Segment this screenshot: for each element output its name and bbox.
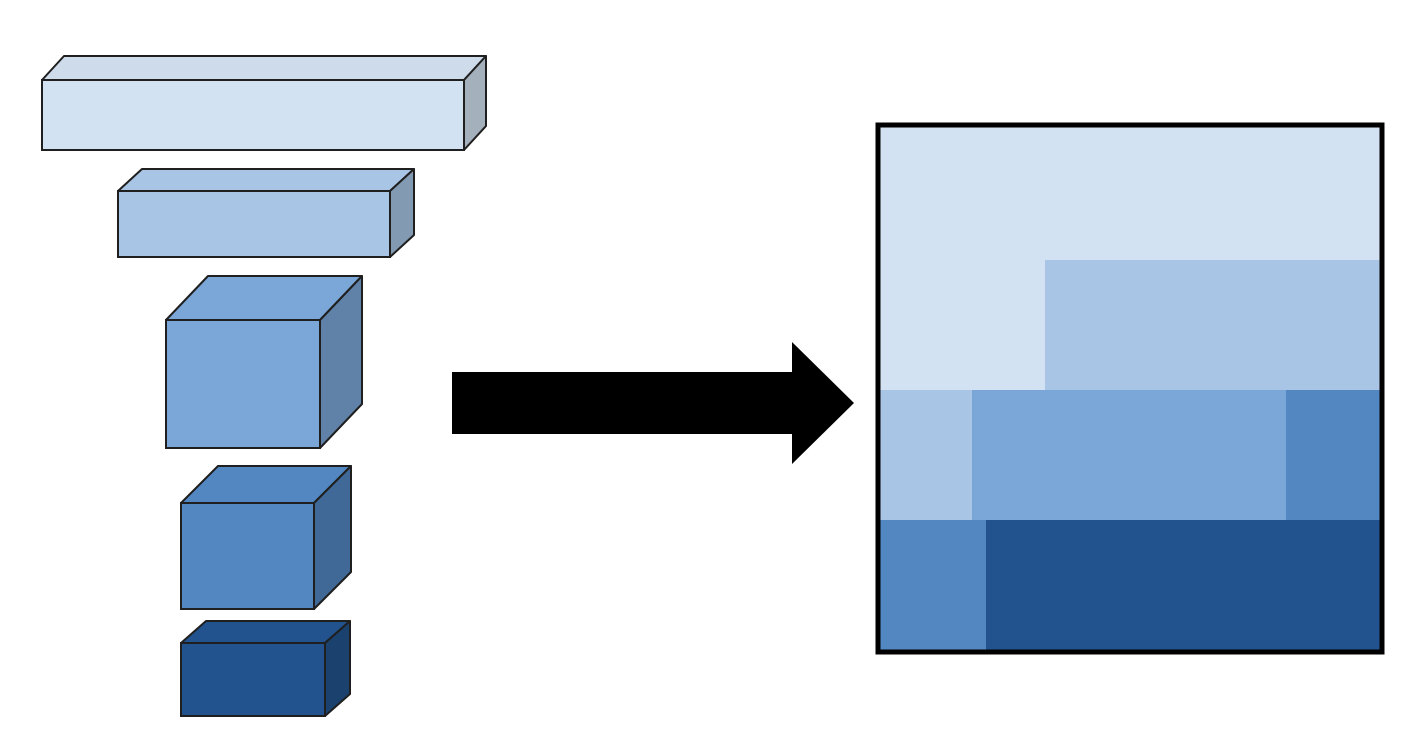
block-5-small-box [180, 620, 351, 717]
block-3-front-face [165, 319, 321, 449]
packed-square [875, 122, 1385, 655]
block-2-top-face [117, 168, 415, 192]
region-2-right [1045, 260, 1380, 390]
region-3-middle [972, 390, 1286, 520]
block-1-front-face [41, 79, 465, 151]
region-4-right [1286, 390, 1380, 520]
block-4-front-face [180, 502, 315, 610]
block-2-front-face [117, 190, 391, 258]
block-1-wide-flat-slab [41, 55, 487, 151]
block-5-front-face [180, 642, 326, 717]
region-1-top [880, 127, 1380, 260]
region-1-left [880, 260, 1045, 390]
block-3-large-cube [165, 275, 363, 449]
region-2-left [880, 390, 972, 520]
block-1-top-face [41, 55, 487, 81]
block-4-medium-cube [180, 465, 352, 610]
block-5-top-face [180, 620, 351, 644]
block-2-medium-slab [117, 168, 415, 258]
square-frame [875, 122, 1385, 655]
right-arrow-icon [452, 342, 854, 464]
region-5-bottom [986, 520, 1380, 650]
region-4-left [880, 520, 986, 650]
